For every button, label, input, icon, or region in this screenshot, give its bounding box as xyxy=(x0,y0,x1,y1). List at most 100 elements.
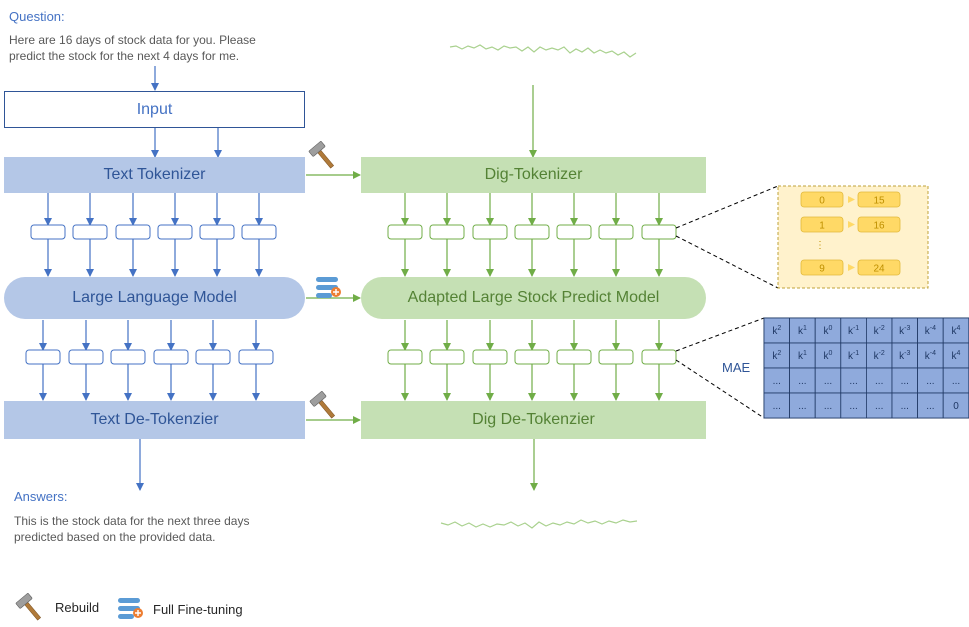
hammer-icon xyxy=(309,391,336,419)
token-key-chip xyxy=(800,191,844,208)
token-key: 9 xyxy=(819,264,825,275)
answers-text: This is the stock data for the next thre… xyxy=(14,513,314,545)
mae-cell xyxy=(763,367,791,394)
dig-tokenizer: Dig-Tokenizer xyxy=(361,157,706,193)
sliders-plus-icon xyxy=(118,598,143,619)
question-text: Here are 16 days of stock data for you. … xyxy=(9,32,309,64)
token-key: 0 xyxy=(819,196,825,207)
right-2-token-box xyxy=(429,349,465,365)
input-series-sparkline xyxy=(449,44,637,58)
mae-cell-text: k0 xyxy=(824,350,833,362)
mae-cell-text: k-3 xyxy=(899,325,910,337)
mae-cell-text: ... xyxy=(875,376,883,387)
mae-cell xyxy=(891,367,919,394)
mae-cell xyxy=(891,342,919,369)
mae-cell-text: k0 xyxy=(824,325,833,337)
token-map-ellipsis: ⋮ xyxy=(815,240,825,251)
token-key-chip xyxy=(800,259,844,276)
mae-cell xyxy=(840,317,867,344)
left-2-token-box xyxy=(68,349,104,365)
large-language-model: Large Language Model xyxy=(4,277,305,319)
mae-cell-text: k-1 xyxy=(848,325,859,337)
mae-cell-text: ... xyxy=(798,401,806,412)
right-2-token-box xyxy=(472,349,508,365)
left-1-token-box xyxy=(115,224,151,240)
mae-cell-text: k1 xyxy=(798,350,807,362)
mae-cell-text: ... xyxy=(773,401,781,412)
mae-cell xyxy=(917,392,944,419)
mae-cell-text: ... xyxy=(824,401,832,412)
right-1-token-box xyxy=(598,224,634,240)
mae-cell xyxy=(789,392,816,419)
mae-cell xyxy=(942,367,969,394)
right-2-token-box xyxy=(641,349,677,365)
left-1-token-box xyxy=(72,224,108,240)
mae-cell xyxy=(917,317,944,344)
mae-cell-text: k-2 xyxy=(874,350,885,362)
right-2-token-box xyxy=(387,349,423,365)
token-value-chip xyxy=(857,191,901,208)
mae-cell xyxy=(866,392,893,419)
mae-cell-text: 0 xyxy=(953,401,959,412)
question-line-1: Here are 16 days of stock data for you. … xyxy=(9,33,256,47)
left-token-row-2 xyxy=(25,320,274,401)
mae-cell-text: k-1 xyxy=(848,350,859,362)
mae-cell xyxy=(840,392,867,419)
left-2-token-box xyxy=(238,349,274,365)
left-1-token-box xyxy=(157,224,193,240)
left-2-token-box xyxy=(25,349,61,365)
mae-cell-text: k2 xyxy=(772,325,781,337)
mae-cell-text: ... xyxy=(773,376,781,387)
mae-cell xyxy=(866,342,893,369)
dig-detokenizer: Dig De-Tokenzier xyxy=(361,401,706,439)
token-value: 24 xyxy=(873,264,885,275)
mae-cell-text: k-4 xyxy=(925,325,936,337)
right-2-token-box xyxy=(556,349,592,365)
adapted-stock-model: Adapted Large Stock Predict Model xyxy=(361,277,706,319)
mae-cell xyxy=(814,367,842,394)
mae-cell-text: ... xyxy=(824,376,832,387)
mae-cell xyxy=(814,342,842,369)
mae-cell xyxy=(942,392,969,419)
answers-line-1: This is the stock data for the next thre… xyxy=(14,514,250,528)
right-1-token-box xyxy=(472,224,508,240)
mae-cell-text: k-2 xyxy=(874,325,885,337)
mae-cell-text: k2 xyxy=(772,350,781,362)
right-2-token-box xyxy=(598,349,634,365)
question-line-2: predict the stock for the next 4 days fo… xyxy=(9,49,240,63)
mae-cell-text: ... xyxy=(901,376,909,387)
token-value: 16 xyxy=(873,221,885,232)
text-detokenizer: Text De-Tokenzier xyxy=(4,401,305,439)
left-2-token-box xyxy=(195,349,231,365)
mae-cell-text: ... xyxy=(849,401,857,412)
token-key: 1 xyxy=(819,221,825,232)
mae-cell-text: ... xyxy=(901,401,909,412)
right-token-row-2 xyxy=(387,320,677,401)
mae-cell xyxy=(763,342,791,369)
mae-cell-text: ... xyxy=(926,401,934,412)
mae-cell xyxy=(814,317,842,344)
token-map-arrow xyxy=(848,221,855,228)
sliders-plus-icon xyxy=(316,277,341,298)
mae-cell xyxy=(789,367,816,394)
token-map-panel xyxy=(777,185,929,289)
mae-cell xyxy=(763,317,791,344)
output-series-sparkline xyxy=(440,519,638,529)
answers-line-2: predicted based on the provided data. xyxy=(14,530,216,544)
left-1-token-box xyxy=(241,224,277,240)
right-1-token-box xyxy=(429,224,465,240)
token-value-chip xyxy=(857,216,901,233)
mae-label: MAE xyxy=(722,360,751,375)
right-1-token-box xyxy=(556,224,592,240)
hammer-icon xyxy=(15,593,42,621)
legend-rebuild: Rebuild xyxy=(55,600,100,615)
right-2-token-box xyxy=(514,349,550,365)
token-key-chip xyxy=(800,216,844,233)
left-1-token-box xyxy=(199,224,235,240)
mae-cell xyxy=(917,342,944,369)
token-map-arrow xyxy=(848,264,855,271)
mae-cell-text: k4 xyxy=(952,325,961,337)
